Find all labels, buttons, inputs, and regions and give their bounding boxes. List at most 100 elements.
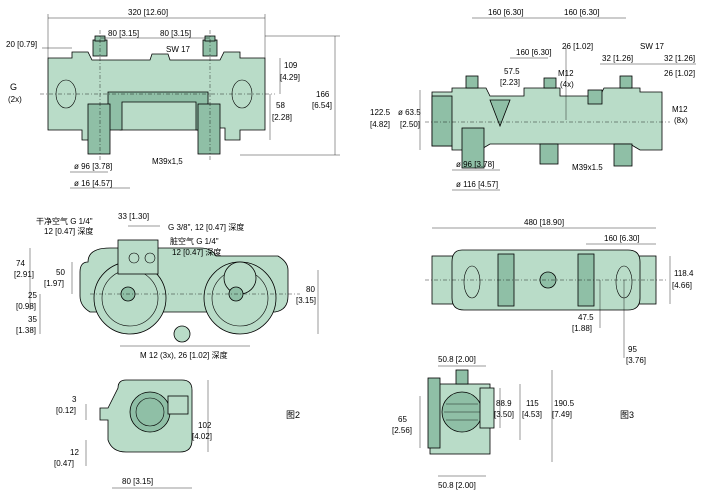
fig3-dim-dia96: ø 96 [3.78]: [456, 160, 494, 169]
fig3-bottom-flange: [427, 377, 441, 449]
fig3-dim-1184: 118.4: [674, 269, 694, 278]
fig3-dim-475: 47.5: [578, 313, 594, 322]
fig3-dim-160m: 160 [6.30]: [604, 234, 640, 243]
fig2-top-drain-right: [197, 103, 221, 155]
fig3-dim-1905-in: [7.49]: [552, 410, 572, 419]
fig2-dim-m12: M 12 (3x), 26 [1.02] 深度: [140, 350, 228, 360]
fig2-dim-80-in: [3.15]: [296, 296, 316, 305]
fig2-dim-33: 33 [1.30]: [118, 212, 149, 221]
fig2-mid-view: 干净空气 G 1/4" 12 [0.47] 深度 33 [1.30] G 3/8…: [14, 212, 319, 360]
fig2-dim-12: 12: [70, 448, 79, 457]
fig2-dim-102: 102: [198, 421, 212, 430]
fig3-dim-32a: 32 [1.26]: [602, 54, 633, 63]
fig2-dim-flange: 20 [0.79]: [6, 40, 37, 49]
fig2-bottom-port-inner: [135, 397, 165, 427]
fig2-dim-166: 166: [316, 90, 330, 99]
fig2-top-drain-left: [87, 103, 111, 155]
fig2-dim-80w: 80 [3.15]: [122, 477, 153, 486]
fig3-wrench: SW 17: [640, 42, 665, 51]
fig3-m12b-count: (8x): [674, 116, 688, 125]
fig2-dim-pitch-b: 80 [3.15]: [160, 29, 191, 38]
fig2-dim-dia96: ø 96 [3.78]: [74, 162, 112, 171]
fig3-dim-508top: 50.8 [2.00]: [438, 355, 476, 364]
fig2-mid-lug: [173, 325, 191, 343]
fig2-bottom-view: 3 [0.12] 12 [0.47] 102 [4.02] 80 [3.15]: [54, 379, 212, 489]
fig2-dim-50-in: [1.97]: [44, 279, 64, 288]
fig3-dim-160a: 160 [6.30]: [488, 8, 524, 17]
fig2-label: 图2: [286, 410, 300, 420]
fig3-top-drain-left: [461, 127, 485, 169]
fig2-top-view: 320 [12.60] 20 [0.79] 80 [3.15] 80 [3.15…: [6, 8, 340, 189]
fig3-dim-32b: 32 [1.26]: [664, 54, 695, 63]
fig2-dirty-air: 脏空气 G 1/4": [170, 236, 219, 246]
fig3-dim-889: 88.9: [496, 399, 512, 408]
fig3-mid-view: 480 [18.90] 160 [6.30] 118.4 [4.66] 47.5…: [425, 218, 694, 365]
fig3-dim-889-in: [3.50]: [494, 410, 514, 419]
fig2-dim-58: 58: [276, 101, 285, 110]
fig3-top-flange: [431, 95, 453, 147]
fig3-dim-575-in: [2.23]: [500, 78, 520, 87]
fig3-m12a-count: (4x): [560, 80, 574, 89]
fig3-dim-160c: 160 [6.30]: [516, 48, 552, 57]
fig2-dim-80: 80: [306, 285, 315, 294]
fig2-dim-58-in: [2.28]: [272, 113, 292, 122]
fig3-dim-26a: 26 [1.02]: [562, 42, 593, 51]
fig3-dim-635: ø 63.5: [398, 108, 421, 117]
fig2-clean-air: 干净空气 G 1/4": [36, 216, 93, 226]
fig3-bottom-view: 50.8 [2.00] 88.9 [3.50] 115 [4.53] 190.5…: [392, 355, 575, 490]
fig3-top-drain-right: [613, 143, 633, 167]
fig2-dim-pitch-a: 80 [3.15]: [108, 29, 139, 38]
fig2-dim-35: 35: [28, 315, 37, 324]
fig2-dim-25: 25: [28, 291, 37, 300]
fig3-top-drain-mid: [539, 143, 559, 165]
fig3-thread: M39x1.5: [572, 163, 603, 172]
fig3-top-nipple-3: [619, 75, 633, 89]
fig3-m12b: M12: [672, 105, 688, 114]
fig2-clean-air-depth: 12 [0.47] 深度: [44, 226, 93, 236]
fig3-dim-65: 65: [398, 415, 407, 424]
fig2-dim-50: 50: [56, 268, 65, 277]
fig2-dim-166-in: [6.54]: [312, 101, 332, 110]
fig3-dim-635-in: [2.50]: [400, 120, 420, 129]
fig3-dim-160b: 160 [6.30]: [564, 8, 600, 17]
fig3-dim-26b: 26 [1.02]: [664, 69, 695, 78]
fig2-mid-head: [117, 239, 159, 275]
fig3-dim-575: 57.5: [504, 67, 520, 76]
fig2-dim-overall-width: 320 [12.60]: [128, 8, 168, 17]
fig2-dim-109-in: [4.29]: [280, 73, 300, 82]
fig2-thread: M39x1,5: [152, 157, 183, 166]
fig3-top-view: 160 [6.30] 160 [6.30] 160 [6.30] 26 [1.0…: [370, 8, 696, 191]
fig3-dim-dia116: ø 116 [4.57]: [456, 180, 498, 189]
fig3-top-nipple-1: [465, 75, 479, 89]
fig3-dim-65-in: [2.56]: [392, 426, 412, 435]
fig2-mid-port-dirty: [144, 252, 156, 264]
fig3-dim-480: 480 [18.90]: [524, 218, 564, 227]
fig3-dim-1225: 122.5: [370, 108, 391, 117]
fig3-dim-95: 95: [628, 345, 637, 354]
fig3-bottom-nipple: [455, 369, 469, 385]
fig3-label: 图3: [620, 410, 634, 420]
fig3-dim-475-in: [1.88]: [572, 324, 592, 333]
fig3-dim-1905: 190.5: [554, 399, 575, 408]
fig2-dim-35-in: [1.38]: [16, 326, 36, 335]
fig2-port-count: (2x): [8, 95, 22, 104]
fig3-m12a: M12: [558, 69, 574, 78]
fig3-top-cone: [489, 99, 511, 128]
fig2-dim-74-in: [2.91]: [14, 270, 34, 279]
fig2-dim-74: 74: [16, 259, 25, 268]
fig2-dim-102-in: [4.02]: [192, 432, 212, 441]
fig2-dim-3-in: [0.12]: [56, 406, 76, 415]
fig2-bottom-boss: [167, 395, 189, 415]
fig2-dim-3: 3: [72, 395, 77, 404]
fig3-dim-95-in: [3.76]: [626, 356, 646, 365]
fig3-mid-slot-left: [463, 265, 481, 299]
fig2-dim-109: 109: [284, 61, 298, 70]
fig3-top-port-side: [587, 89, 603, 105]
fig3-dim-1184-in: [4.66]: [672, 281, 692, 290]
fig2-dim-25-in: [0.98]: [16, 302, 36, 311]
fig3-dim-115-in: [4.53]: [522, 410, 542, 419]
fig3-bottom-side-block: [479, 387, 495, 429]
fig3-dim-1225-in: [4.82]: [370, 120, 390, 129]
